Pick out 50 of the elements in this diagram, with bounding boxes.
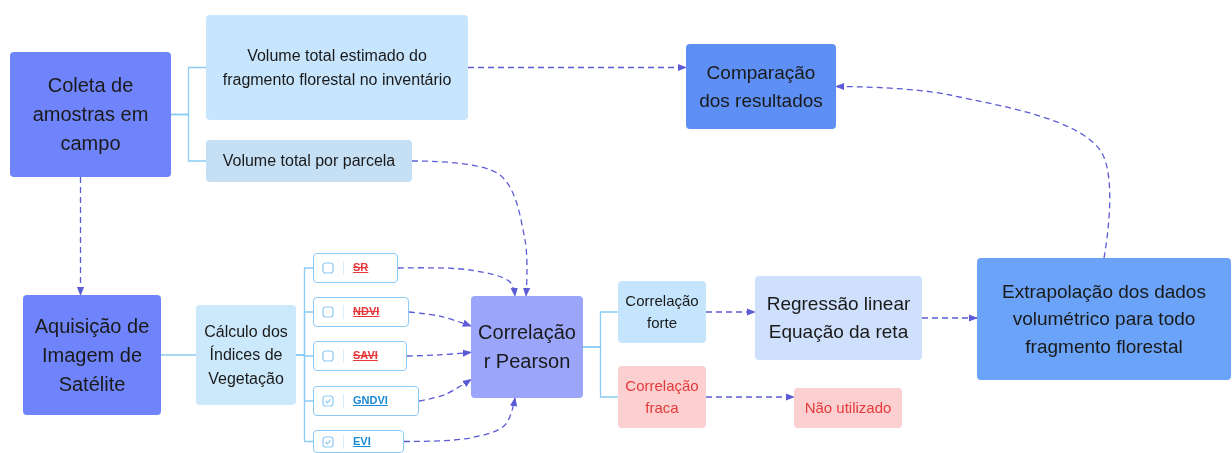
box-label: Aquisição de Imagem de Satélite (33, 313, 151, 397)
box-label: Cálculo dos Índices de Vegetação (203, 322, 289, 389)
index-name: NDVI (353, 304, 380, 320)
box-label: Correlação r Pearson (477, 320, 577, 374)
process-box (618, 281, 706, 343)
index-name: EVI (353, 433, 371, 449)
index-name: SAVI (353, 348, 378, 364)
process-box (196, 305, 296, 405)
arrow (397, 267, 518, 297)
box-label: Coleta de amostras em campo (31, 73, 150, 156)
process-box (10, 52, 171, 177)
connector-line (582, 346, 619, 398)
process-box (686, 44, 836, 129)
box-label: Comparação dos resultados (698, 60, 824, 113)
arrow (705, 393, 795, 401)
arrow (76, 176, 85, 296)
process-box (618, 366, 706, 428)
box-label: Não utilizado (804, 398, 892, 419)
connector-line (295, 354, 314, 443)
index-name: SR (353, 260, 369, 276)
process-box (755, 276, 922, 360)
index-item (313, 253, 398, 283)
arrow (403, 397, 518, 443)
box-label: Correlação forte (624, 291, 700, 333)
connector-line (160, 354, 197, 356)
process-box (23, 295, 161, 415)
arrow (467, 63, 687, 72)
process-box (206, 15, 468, 120)
arrow (408, 311, 472, 327)
index-item (313, 297, 409, 327)
arrow (418, 378, 472, 402)
box-label: Extrapolação dos dados volumétrico para todo fragmento florestal (1001, 279, 1207, 359)
process-box (206, 140, 412, 182)
index-item (313, 430, 404, 453)
process-box (977, 258, 1231, 380)
arrow (921, 314, 978, 322)
box-label: Volume total por parcela (222, 151, 396, 172)
arrow (705, 308, 756, 316)
arrow (406, 349, 472, 357)
connector-line (170, 113, 207, 162)
arrow (835, 82, 1111, 259)
index-item (313, 341, 407, 371)
box-label: Volume total estimado do fragmento florestal no inventário (221, 46, 453, 90)
box-label: Correlação fraca (624, 376, 700, 418)
box-label: Regressão linear Equação da reta (765, 292, 912, 344)
index-item (313, 386, 419, 416)
process-box (471, 296, 583, 398)
process-box (794, 388, 902, 428)
index-name: GNDVI (353, 393, 388, 409)
arrow (411, 160, 531, 297)
